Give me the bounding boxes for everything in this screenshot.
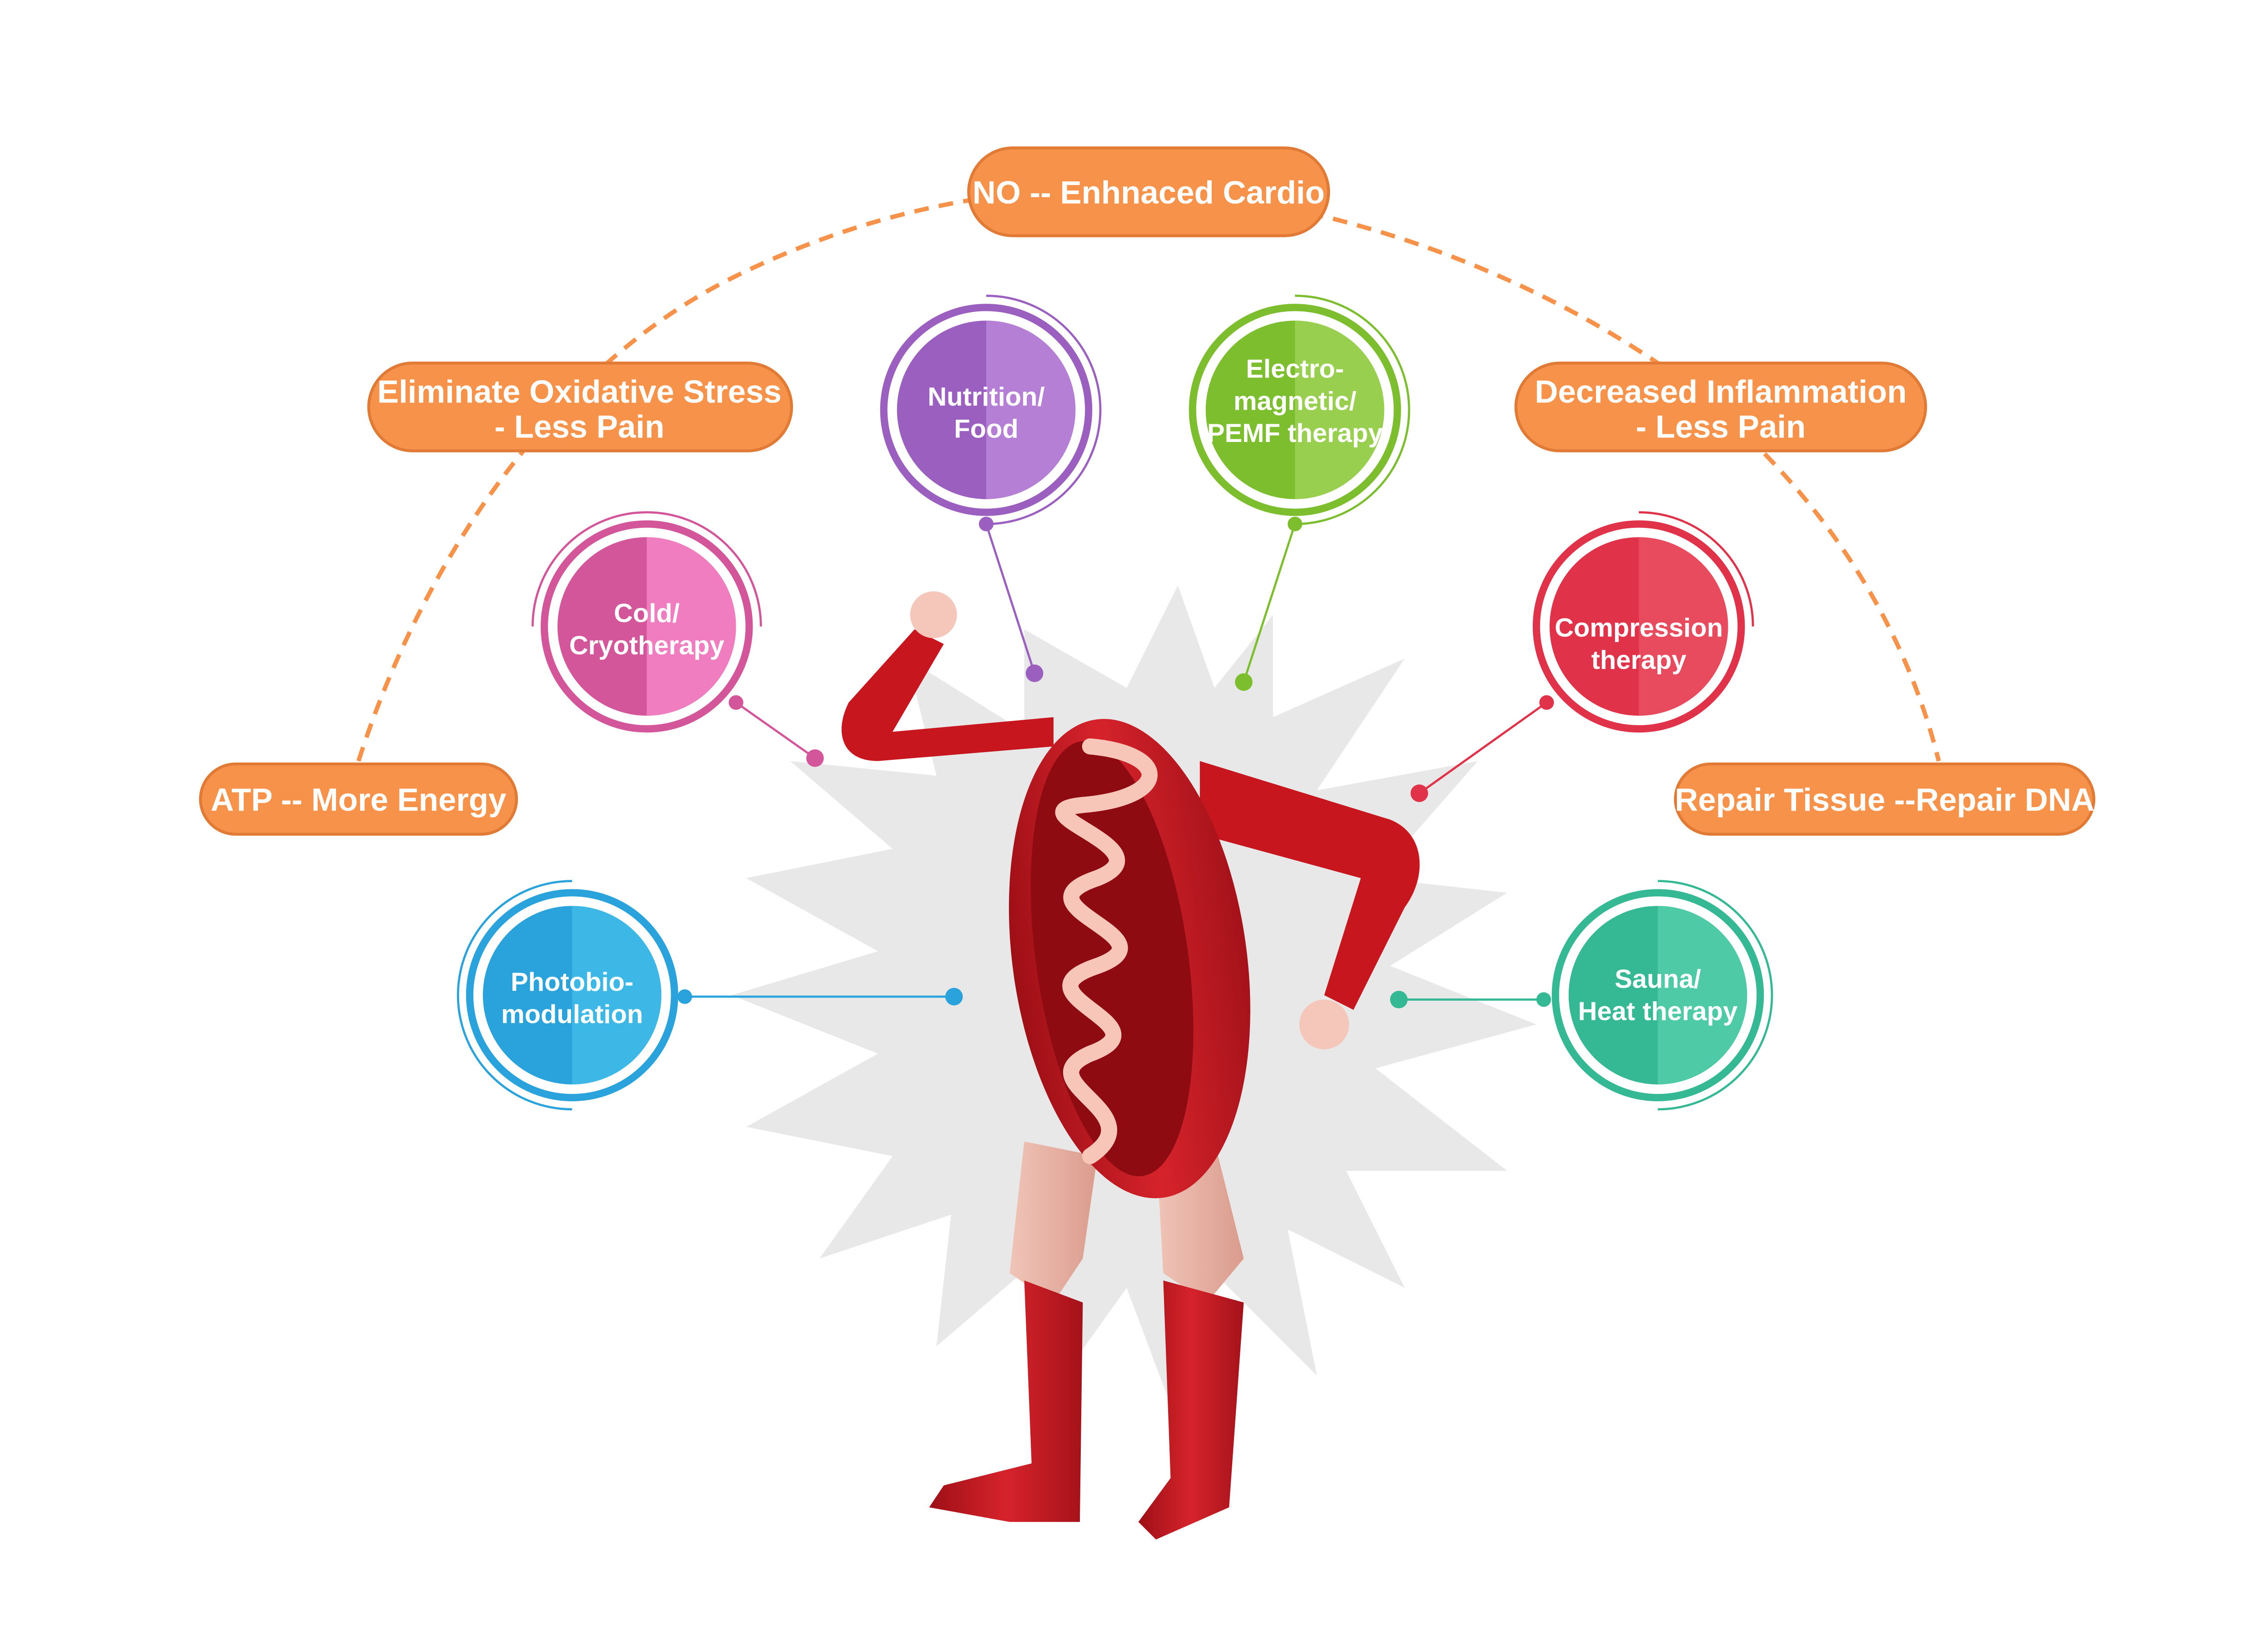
svg-text:Photobio-: Photobio-: [511, 968, 633, 997]
mitochondria-character: [841, 591, 1420, 1540]
svg-text:ATP -- More Energy: ATP -- More Energy: [211, 782, 506, 818]
therapy-nutrition: Nutrition/ Food: [880, 295, 1102, 525]
therapy-compression: Compression therapy: [1532, 511, 1754, 733]
therapy-photobiomodulation: Photobio- modulation: [457, 880, 678, 1111]
benefit-atp: ATP -- More Energy: [199, 762, 518, 836]
benefit-oxidative-stress: Eliminate Oxidative Stress - Less Pain: [367, 361, 793, 452]
svg-text:Food: Food: [954, 415, 1019, 444]
svg-text:Repair Tissue --Repair DNA: Repair Tissue --Repair DNA: [1675, 782, 2094, 818]
therapy-pemf: Electro- magnetic/ PEMF therapy: [1189, 295, 1410, 525]
svg-text:Electro-: Electro-: [1246, 355, 1344, 384]
svg-text:magnetic/: magnetic/: [1234, 386, 1356, 416]
svg-text:Cold/: Cold/: [614, 599, 680, 628]
svg-text:Heat therapy: Heat therapy: [1578, 997, 1738, 1026]
svg-text:Eliminate Oxidative Stress: Eliminate Oxidative Stress: [377, 374, 782, 410]
benefit-repair: Repair Tissue --Repair DNA: [1674, 762, 2096, 836]
svg-text:NO -- Enhnaced Cardio: NO -- Enhnaced Cardio: [973, 175, 1325, 211]
svg-text:Compression: Compression: [1555, 613, 1723, 642]
svg-text:- Less Pain: - Less Pain: [1636, 409, 1806, 445]
therapy-sauna: Sauna/ Heat therapy: [1551, 880, 1773, 1111]
svg-text:Decreased Inflammation: Decreased Inflammation: [1535, 374, 1907, 410]
svg-text:Nutrition/: Nutrition/: [928, 382, 1044, 412]
svg-text:modulation: modulation: [501, 1000, 643, 1029]
svg-text:PEMF therapy: PEMF therapy: [1207, 419, 1383, 448]
svg-text:- Less Pain: - Less Pain: [494, 409, 664, 445]
benefit-no-cardio: NO -- Enhnaced Cardio: [967, 146, 1330, 237]
svg-text:therapy: therapy: [1591, 646, 1686, 675]
therapy-cold: Cold/ Cryotherapy: [531, 511, 762, 733]
connectors: [677, 517, 1554, 1009]
benefit-inflammation: Decreased Inflammation - Less Pain: [1514, 361, 1927, 452]
svg-text:Cryotherapy: Cryotherapy: [569, 631, 724, 660]
svg-text:Sauna/: Sauna/: [1615, 965, 1701, 994]
